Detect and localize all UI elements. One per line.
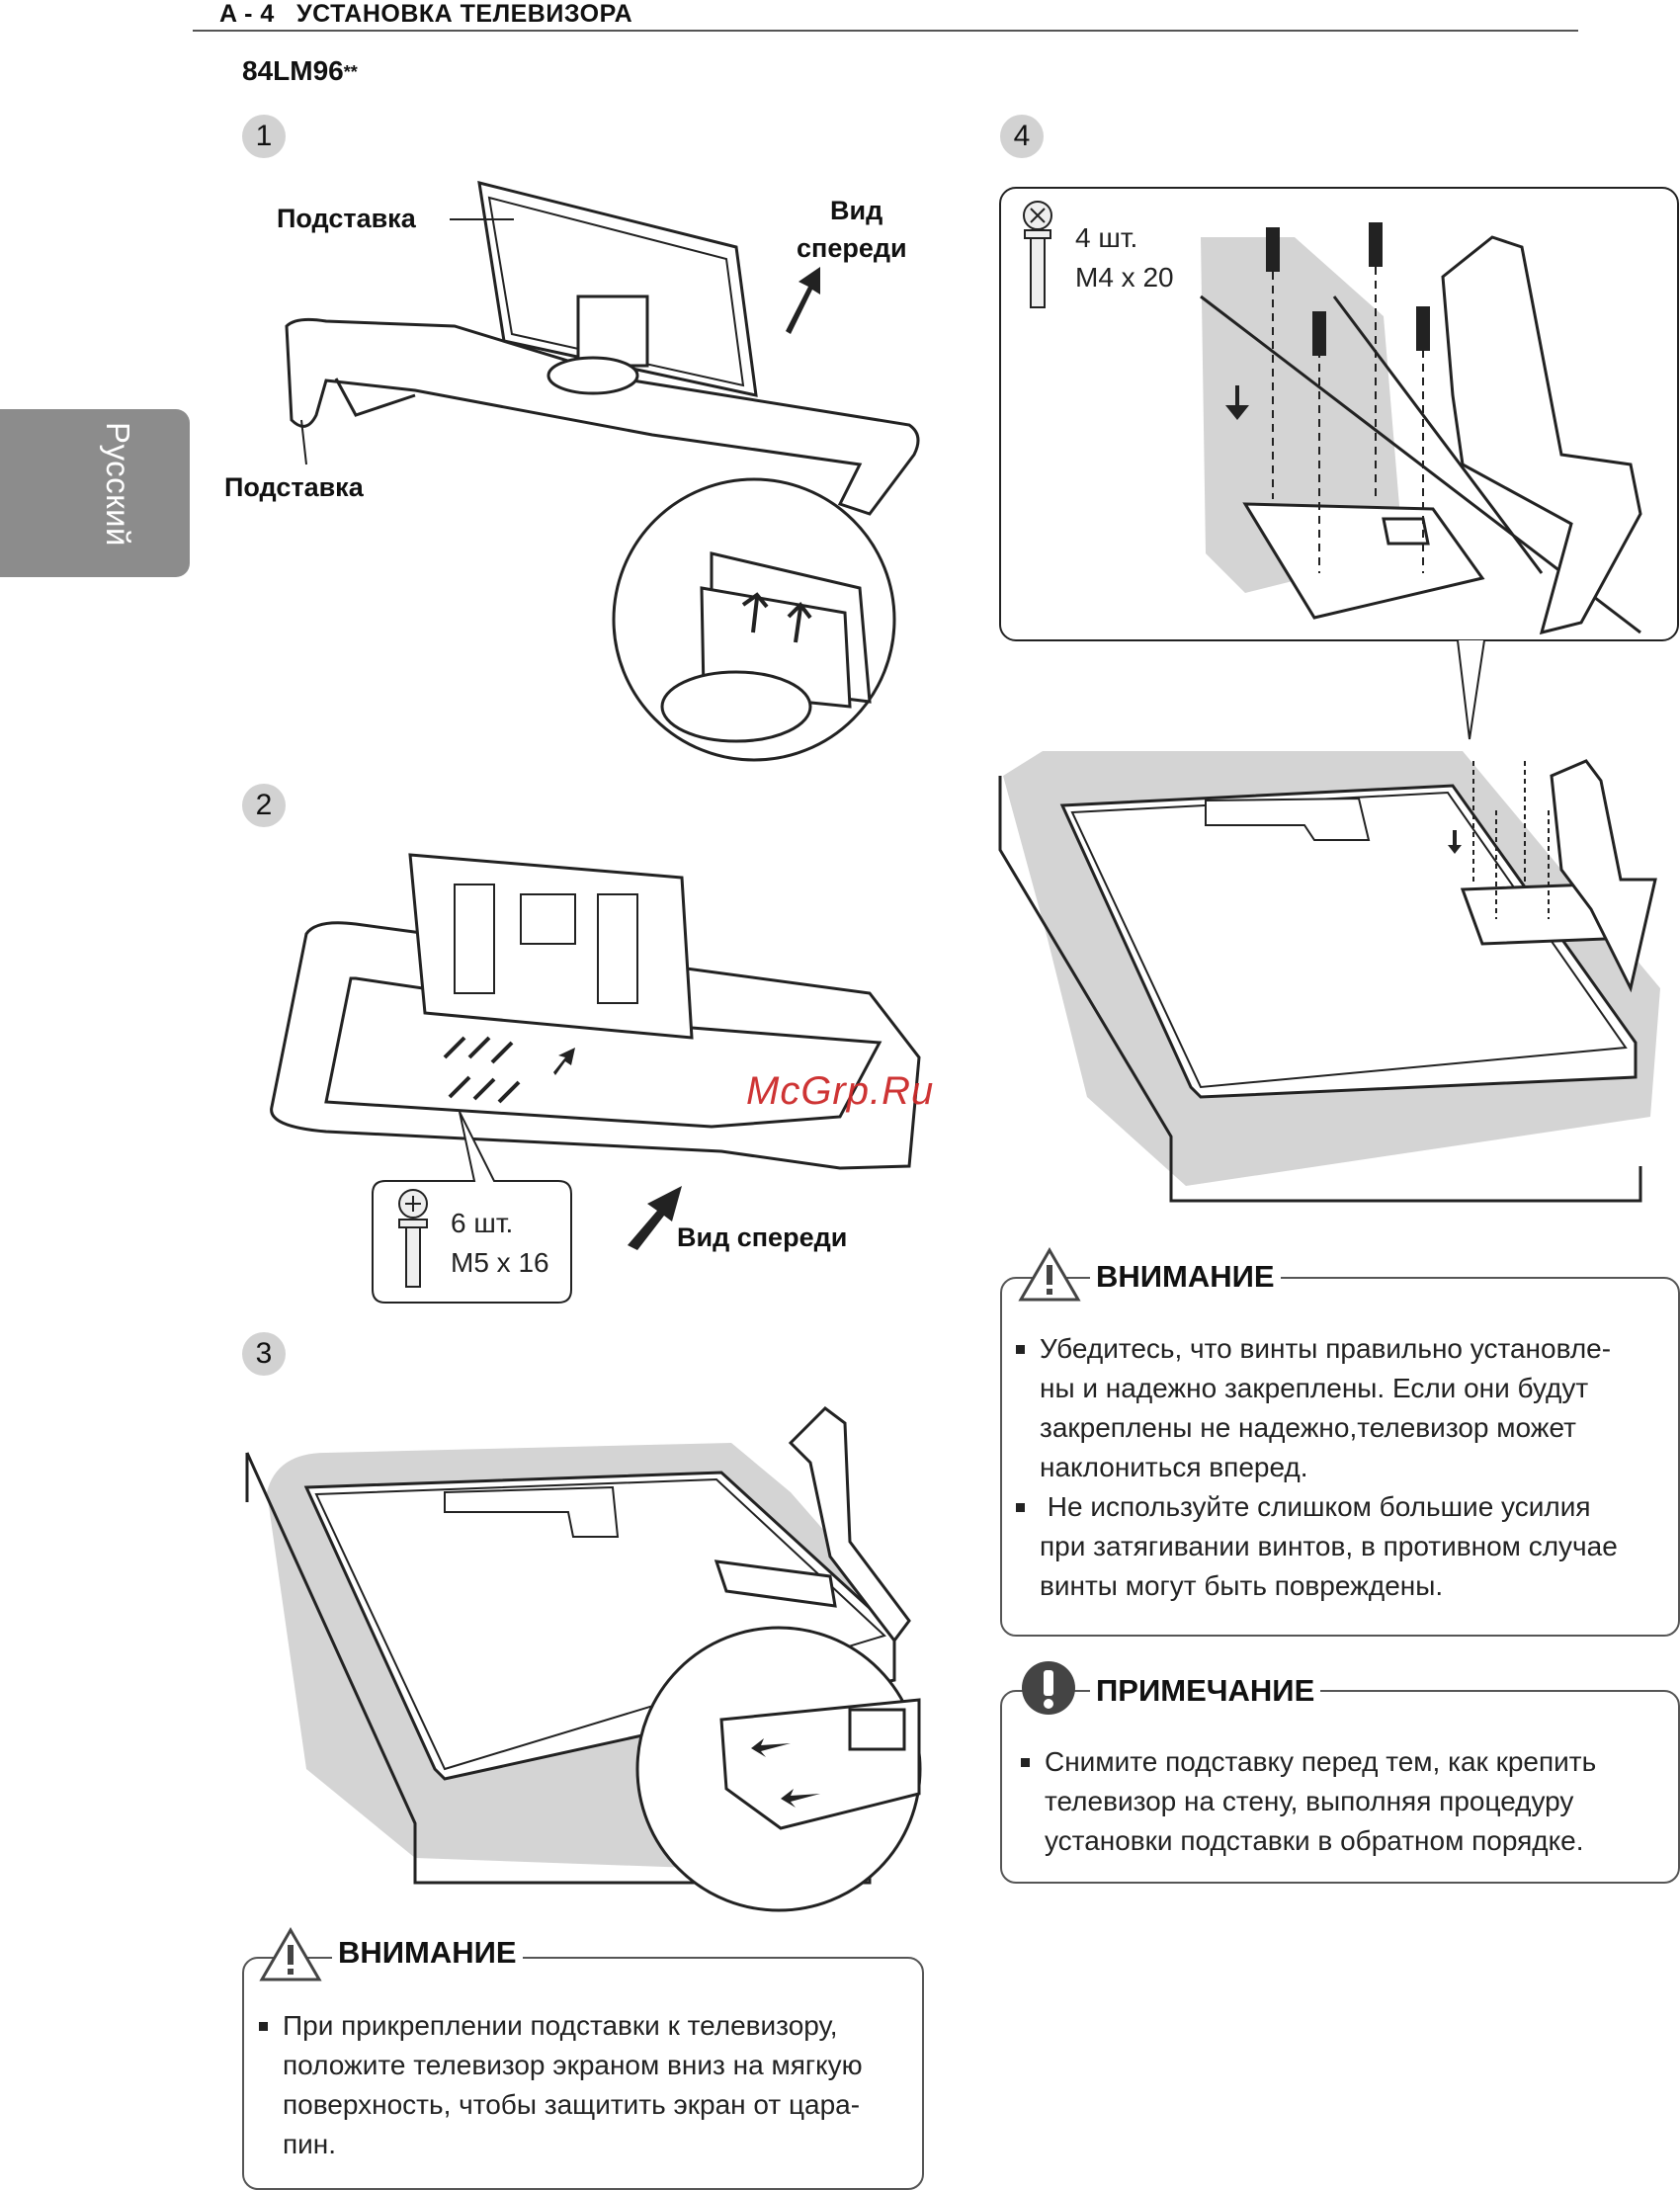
step-2-front-view-label: Вид спереди: [677, 1222, 848, 1252]
caution-right-item2-line-2: при затягивании винтов, в противном случ…: [1040, 1531, 1618, 1561]
caution-left-line-4: пин.: [283, 2129, 337, 2159]
note-title: ПРИМЕЧАНИЕ: [1090, 1673, 1321, 1709]
caution-box-left: [242, 1957, 924, 2190]
caution-left-line-1: При прикреплении подставки к телевизору,: [283, 2010, 838, 2041]
step-1-stand-label-bottom: Подставка: [224, 472, 364, 502]
header-rule: [193, 30, 1578, 32]
step-2-number: 2: [242, 784, 286, 827]
caution-right-item1-line-3: закреплены не надежно,телевизор может: [1040, 1412, 1576, 1443]
note-item: Снимите подставку перед тем, как крепить…: [1021, 1742, 1663, 1861]
step-1-front-view-line1: Вид: [830, 196, 883, 225]
caution-right-body: Убедитесь, что винты правильно установле…: [1016, 1329, 1668, 1606]
caution-left-line-2: положите телевизор экраном вниз на мягку…: [283, 2050, 863, 2080]
caution-left-item: При прикреплении подставки к телевизору,…: [259, 2006, 911, 2164]
model-suffix: **: [343, 62, 358, 82]
note-box: [1000, 1690, 1680, 1884]
note-body: Снимите подставку перед тем, как крепить…: [1021, 1742, 1663, 1861]
step-3-number: 3: [242, 1332, 286, 1376]
warning-triangle-icon: [259, 1927, 322, 1981]
step-4-screw-qty: 4 шт.: [1075, 222, 1138, 253]
caution-left-line-3: поверхность, чтобы защитить экран от цар…: [283, 2089, 861, 2120]
warning-triangle-icon: [1018, 1247, 1081, 1302]
caution-right-item1-line-1: Убедитесь, что винты правильно установле…: [1040, 1333, 1612, 1364]
note-line-3: установки подставки в обратном порядке.: [1045, 1825, 1584, 1856]
step-4-number: 4: [1000, 115, 1044, 158]
caution-right-title: ВНИМАНИЕ: [1090, 1259, 1281, 1295]
step-1-number: 1: [242, 115, 286, 158]
language-side-tab: Русский: [0, 409, 190, 577]
caution-right-item-2: Не используйте слишком большие усилия пр…: [1016, 1487, 1668, 1606]
caution-right-item2-line-1: Не используйте слишком большие усилия: [1040, 1491, 1591, 1522]
caution-right-item-1: Убедитесь, что винты правильно установле…: [1016, 1329, 1668, 1487]
note-line-1: Снимите подставку перед тем, как крепить: [1045, 1746, 1597, 1777]
step-2-screw-size: M5 x 16: [451, 1247, 549, 1278]
step-1-stand-label-top: Подставка: [277, 204, 416, 233]
page-header-title: A - 4 УСТАНОВКА ТЕЛЕВИЗОРА: [219, 0, 633, 28]
caution-box-right: [1000, 1277, 1680, 1637]
note-line-2: телевизор на стену, выполняя процедуру: [1045, 1786, 1574, 1816]
caution-right-item1-line-2: ны и надежно закреплены. Если они будут: [1040, 1373, 1589, 1403]
caution-left-title: ВНИМАНИЕ: [332, 1935, 523, 1971]
step-1-front-view-line2: спереди: [797, 233, 907, 263]
caution-right-item1-line-4: наклониться вперед.: [1040, 1452, 1308, 1482]
caution-right-item2-line-3: винты могут быть повреждены.: [1040, 1570, 1444, 1601]
model-title: 84LM96**: [242, 55, 358, 87]
step-2-screw-qty: 6 шт.: [451, 1208, 514, 1238]
note-exclamation-icon: [1022, 1661, 1075, 1715]
caution-left-body: При прикреплении подставки к телевизору,…: [259, 2006, 911, 2164]
model-name: 84LM96: [242, 55, 344, 86]
watermark: McGrp.Ru: [746, 1069, 935, 1113]
step-4-screw-size: M4 x 20: [1075, 262, 1174, 293]
